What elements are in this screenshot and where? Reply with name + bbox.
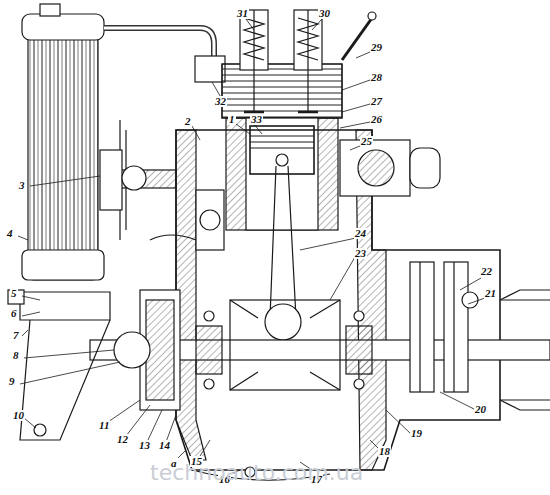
callout-number: 33 [250,114,263,125]
callout-number: 30 [318,8,331,19]
callout-number: 4 [6,228,14,239]
callout-number: 7 [12,330,20,341]
callout-number: 2 [184,116,192,127]
callout-number: 11 [98,420,110,431]
callout-number: 27 [370,96,383,107]
callout-number: 9 [8,376,16,387]
callout-number: 31 [236,8,249,19]
callout-number: 3 [18,180,26,191]
callout-number: 8 [12,350,20,361]
callout-number: 20 [474,404,487,415]
callout-number: 29 [370,42,383,53]
watermark: technoauto.com.ua [150,462,363,484]
callout-number: 6 [10,308,18,319]
callout-number: 12 [116,434,129,445]
callout-number: 13 [138,440,151,451]
callout-number: 24 [354,228,367,239]
callout-number: 23 [354,248,367,259]
callout-number: 28 [370,72,383,83]
callout-number: 5 [10,288,18,299]
callout-number: 25 [360,136,373,147]
callout-number: 18 [378,446,391,457]
callout-number: 19 [410,428,423,439]
callout-number: 10 [12,410,25,421]
callout-number: 14 [158,440,171,451]
callout-number: 1 [228,114,236,125]
callout-number: 26 [370,114,383,125]
callout-number: 22 [480,266,493,277]
callout-number: 32 [214,96,227,107]
callout-number: 21 [484,288,497,299]
